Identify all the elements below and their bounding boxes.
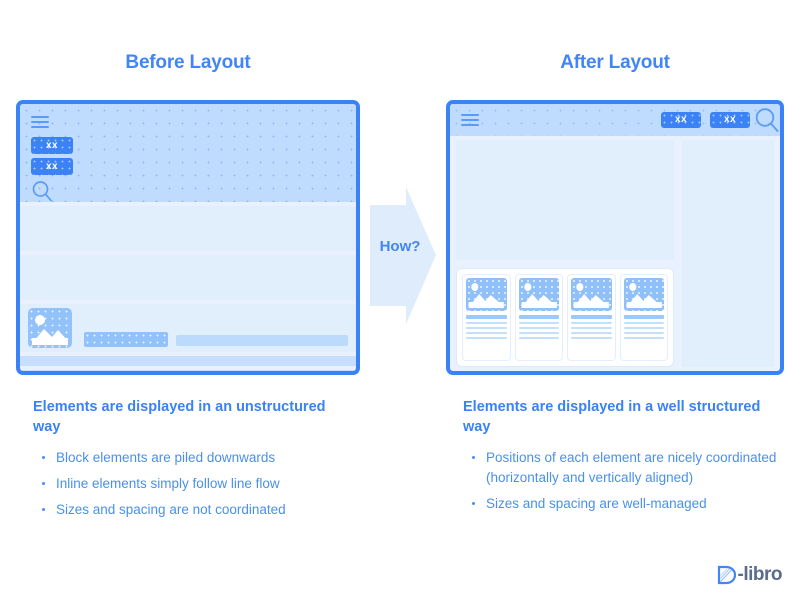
after-button-2[interactable]: xx bbox=[710, 112, 750, 128]
after-body bbox=[450, 136, 780, 371]
right-arrow-icon bbox=[370, 183, 436, 328]
list-item[interactable] bbox=[462, 274, 511, 361]
page-title-after: After Layout bbox=[560, 52, 670, 73]
before-inline-row bbox=[20, 304, 356, 352]
card-text-lines bbox=[571, 322, 612, 342]
image-placeholder-icon bbox=[28, 308, 72, 348]
after-hero-block bbox=[456, 140, 674, 260]
before-bullet-list: Block elements are piled downwards Inlin… bbox=[39, 448, 359, 526]
after-layout-mockup: xx xx bbox=[446, 100, 784, 375]
card-text-lines bbox=[466, 322, 507, 342]
d-letter-icon bbox=[717, 565, 736, 585]
before-button-1-label: xx bbox=[45, 140, 59, 151]
after-bullet-list: Positions of each element are nicely coo… bbox=[469, 448, 779, 520]
after-button-1-label: xx bbox=[674, 114, 688, 125]
image-placeholder-icon bbox=[571, 278, 612, 311]
how-label: How? bbox=[379, 238, 421, 255]
before-caption: Elements are displayed in an unstructure… bbox=[33, 399, 326, 435]
after-caption: Elements are displayed in a well structu… bbox=[463, 399, 761, 435]
after-button-2-label: xx bbox=[723, 114, 737, 125]
after-button-1[interactable]: xx bbox=[661, 112, 701, 128]
image-placeholder-icon bbox=[466, 278, 507, 311]
hamburger-icon[interactable] bbox=[461, 114, 479, 126]
list-item: Positions of each element are nicely coo… bbox=[469, 448, 779, 488]
before-button-1[interactable]: xx bbox=[31, 137, 73, 154]
before-block-element-1 bbox=[20, 206, 356, 251]
brand-logo: -libro bbox=[715, 564, 783, 586]
card-title-bar bbox=[466, 315, 507, 319]
after-main-column bbox=[456, 140, 674, 367]
list-item[interactable] bbox=[567, 274, 616, 361]
search-icon[interactable] bbox=[31, 180, 53, 202]
before-inline-chip bbox=[84, 332, 168, 347]
card-text-lines bbox=[518, 322, 559, 342]
after-sidebar-column bbox=[682, 140, 774, 367]
before-footer-line-1 bbox=[20, 356, 356, 366]
before-inline-bar bbox=[176, 335, 348, 346]
before-button-2-label: xx bbox=[45, 161, 59, 172]
card-title-bar bbox=[571, 315, 612, 319]
before-button-2[interactable]: xx bbox=[31, 158, 73, 175]
card-title-bar bbox=[623, 315, 664, 319]
image-placeholder-icon bbox=[623, 278, 664, 311]
list-item: Block elements are piled downwards bbox=[39, 448, 359, 468]
page-title-before: Before Layout bbox=[125, 52, 251, 73]
list-item: Inline elements simply follow line flow bbox=[39, 474, 359, 494]
list-item: Sizes and spacing are well-managed bbox=[469, 494, 779, 514]
card-text-lines bbox=[623, 322, 664, 342]
card-title-bar bbox=[518, 315, 559, 319]
after-header-band: xx xx bbox=[450, 104, 780, 136]
after-card-grid bbox=[456, 268, 674, 367]
before-header-band: xx xx bbox=[20, 104, 356, 202]
search-icon[interactable] bbox=[754, 107, 779, 132]
before-footer-line-2 bbox=[20, 370, 356, 371]
image-placeholder-icon bbox=[518, 278, 559, 311]
list-item[interactable] bbox=[619, 274, 668, 361]
before-block-element-2 bbox=[20, 255, 356, 300]
list-item[interactable] bbox=[514, 274, 563, 361]
hamburger-icon[interactable] bbox=[31, 116, 49, 128]
logo-text: -libro bbox=[737, 564, 783, 585]
before-layout-mockup: xx xx bbox=[16, 100, 360, 375]
list-item: Sizes and spacing are not coordinated bbox=[39, 500, 359, 520]
